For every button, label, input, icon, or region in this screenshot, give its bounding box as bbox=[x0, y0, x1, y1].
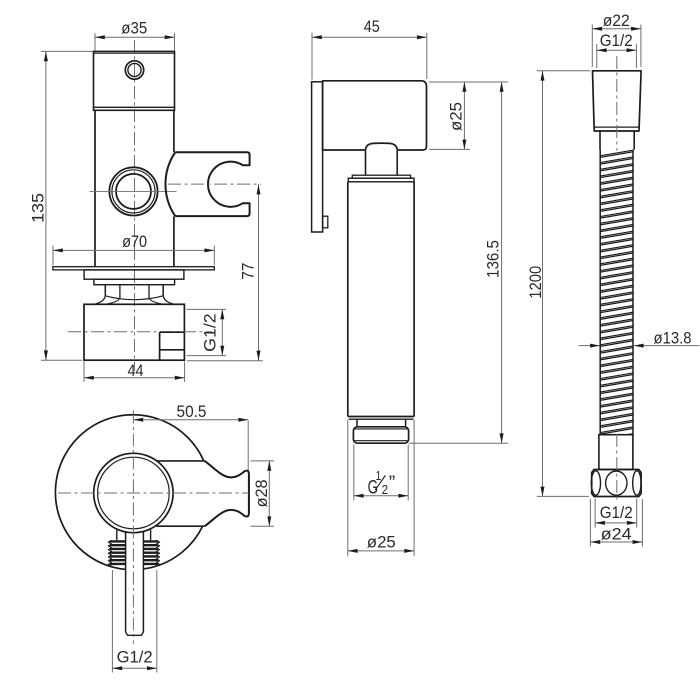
svg-text:ø70: ø70 bbox=[122, 233, 147, 251]
svg-text:G1/2: G1/2 bbox=[117, 649, 153, 667]
svg-text:1200: 1200 bbox=[527, 266, 545, 299]
svg-text:45: 45 bbox=[364, 18, 380, 36]
svg-text:”: ” bbox=[389, 473, 396, 494]
svg-text:G1/2: G1/2 bbox=[600, 32, 633, 50]
svg-text:ø22: ø22 bbox=[603, 12, 630, 30]
svg-text:44: 44 bbox=[128, 362, 144, 380]
svg-text:50.5: 50.5 bbox=[177, 403, 207, 421]
svg-text:2: 2 bbox=[382, 483, 389, 497]
svg-text:ø35: ø35 bbox=[121, 20, 147, 38]
svg-text:ø24: ø24 bbox=[601, 526, 632, 544]
svg-text:136.5: 136.5 bbox=[484, 240, 502, 278]
svg-text:1: 1 bbox=[376, 469, 382, 483]
svg-text:ø28: ø28 bbox=[253, 479, 271, 507]
svg-text:G1/2: G1/2 bbox=[202, 313, 220, 352]
svg-text:ø25: ø25 bbox=[367, 534, 396, 552]
svg-text:G: G bbox=[368, 478, 379, 499]
svg-text:77: 77 bbox=[240, 263, 258, 280]
svg-text:ø13.8: ø13.8 bbox=[654, 329, 692, 347]
svg-text:135: 135 bbox=[30, 193, 48, 223]
svg-text:G1/2: G1/2 bbox=[600, 504, 633, 522]
svg-text:ø25: ø25 bbox=[448, 102, 466, 131]
